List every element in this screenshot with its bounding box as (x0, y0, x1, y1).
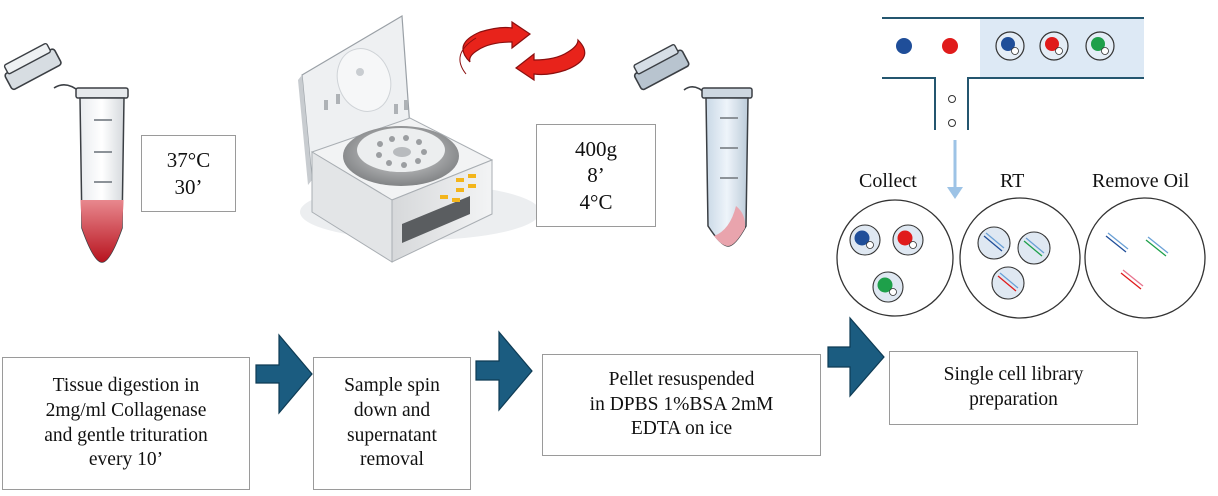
remove-oil-icon (1084, 197, 1206, 319)
droplet-chip-icon (882, 17, 1144, 199)
digestion-conditions: 37°C 30’ (141, 135, 236, 212)
remove-oil-label: Remove Oil (1092, 170, 1190, 192)
step-tissue-digestion: Tissue digestion in 2mg/ml Collagenase a… (2, 357, 250, 490)
spin-conditions: 400g 8’ 4°C (536, 124, 656, 227)
digestion-tube-icon (3, 42, 129, 263)
step-pellet-resuspended: Pellet resuspended in DPBS 1%BSA 2mM EDT… (542, 354, 821, 456)
rt-droplets-icon (959, 197, 1081, 319)
step-arrow-3 (827, 316, 885, 398)
centrifuge-icon (298, 14, 540, 263)
collect-droplets-icon (836, 199, 954, 317)
collect-label: Collect (859, 170, 917, 192)
step-arrow-2 (475, 330, 533, 412)
rotation-arrows-icon (459, 20, 586, 82)
step-library-preparation: Single cell library preparation (889, 351, 1138, 425)
pellet-tube-icon (633, 44, 753, 247)
step-spin-down: Sample spin down and supernatant removal (313, 357, 471, 490)
step-arrow-1 (255, 333, 313, 415)
rt-label: RT (1000, 170, 1025, 192)
